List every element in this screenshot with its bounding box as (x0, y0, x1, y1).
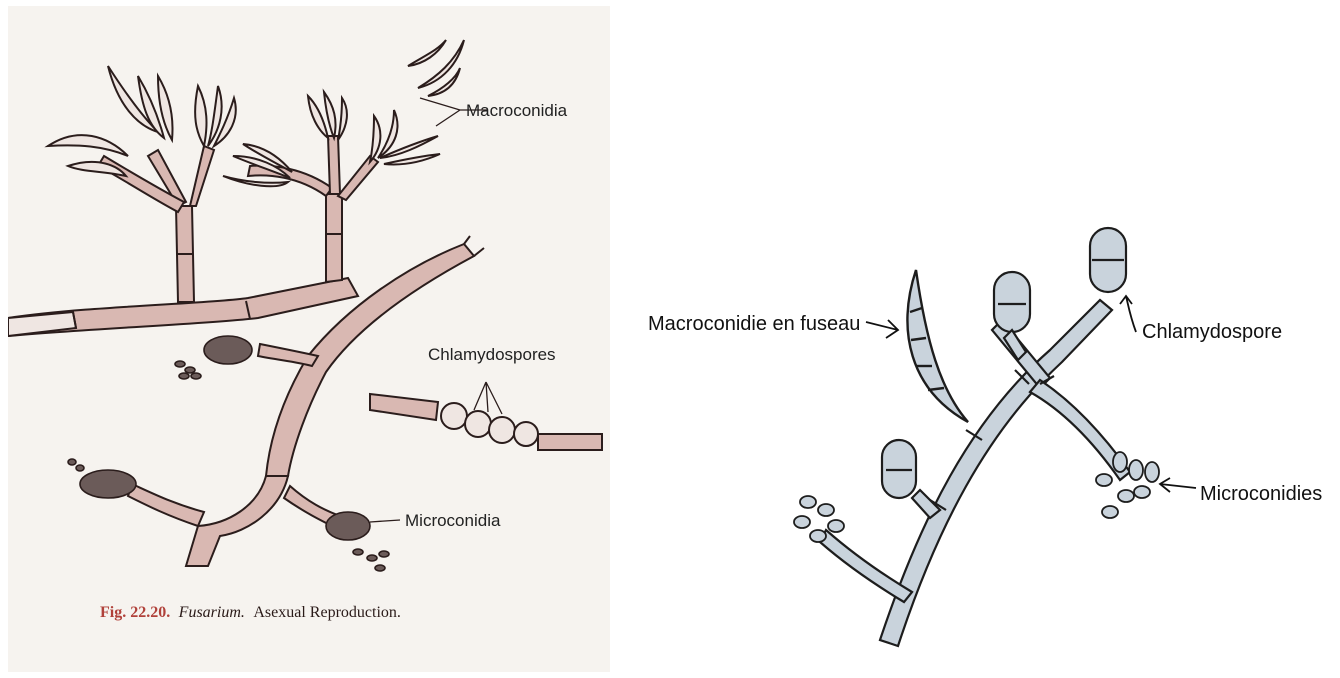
label-chlamydospore: Chlamydospore (1142, 321, 1282, 343)
label-macroconidie-en-fuseau: Macroconidie en fuseau (648, 313, 860, 335)
figure-caption: Fig. 22.20. Fusarium. Asexual Reproducti… (100, 604, 401, 621)
hyphae-right (820, 300, 1130, 646)
macroconidie-fusiform (907, 270, 968, 422)
fusarium-textbook-figure: Macroconidia Chlamydospores Microconidia… (8, 6, 610, 672)
microconidia-clusters (68, 336, 389, 571)
label-microconidia: Microconidia (405, 511, 501, 530)
caption-genus: Fusarium. (178, 604, 245, 621)
macroconidia-cluster (48, 40, 464, 186)
caption-fig-number: Fig. 22.20. (100, 604, 170, 621)
fusarium-diagram-right: Macroconidie en fuseau Chlamydospore Mic… (630, 200, 1335, 670)
label-chlamydospores: Chlamydospores (428, 345, 556, 364)
label-microconidies: Microconidies (1200, 483, 1322, 505)
fusarium-french-figure: Macroconidie en fuseau Chlamydospore Mic… (630, 200, 1335, 670)
chlamydospore-chain (370, 394, 602, 450)
fusarium-diagram-left: Macroconidia Chlamydospores Microconidia… (8, 6, 610, 672)
label-macroconidia: Macroconidia (466, 101, 568, 120)
caption-rest: Asexual Reproduction. (253, 604, 401, 621)
